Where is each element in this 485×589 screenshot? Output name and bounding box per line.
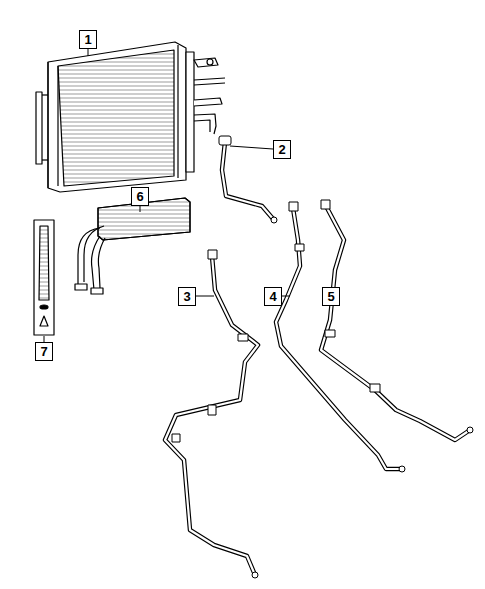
tube-fittings: [172, 136, 473, 578]
callout-box: 1: [79, 30, 97, 49]
callout-number: 4: [269, 290, 276, 303]
callout-number: 3: [183, 290, 190, 303]
callout-box: 3: [178, 287, 196, 306]
callout-number: 1: [84, 33, 91, 46]
oil-cooler: [75, 198, 190, 294]
callout-number: 2: [278, 143, 285, 156]
condenser: [36, 42, 225, 192]
callout-box: 5: [322, 287, 340, 306]
callout-number: 5: [327, 290, 334, 303]
callout-box: 4: [264, 287, 282, 306]
callout-box: 7: [35, 342, 53, 361]
desiccant-kit: [34, 220, 54, 335]
callout-box: 2: [273, 140, 291, 159]
refrigerant-lines: [165, 142, 470, 575]
callout-box: 6: [131, 187, 149, 206]
callout-number: 7: [40, 345, 47, 358]
leader-lines: [44, 48, 340, 342]
callout-number: 6: [136, 190, 143, 203]
